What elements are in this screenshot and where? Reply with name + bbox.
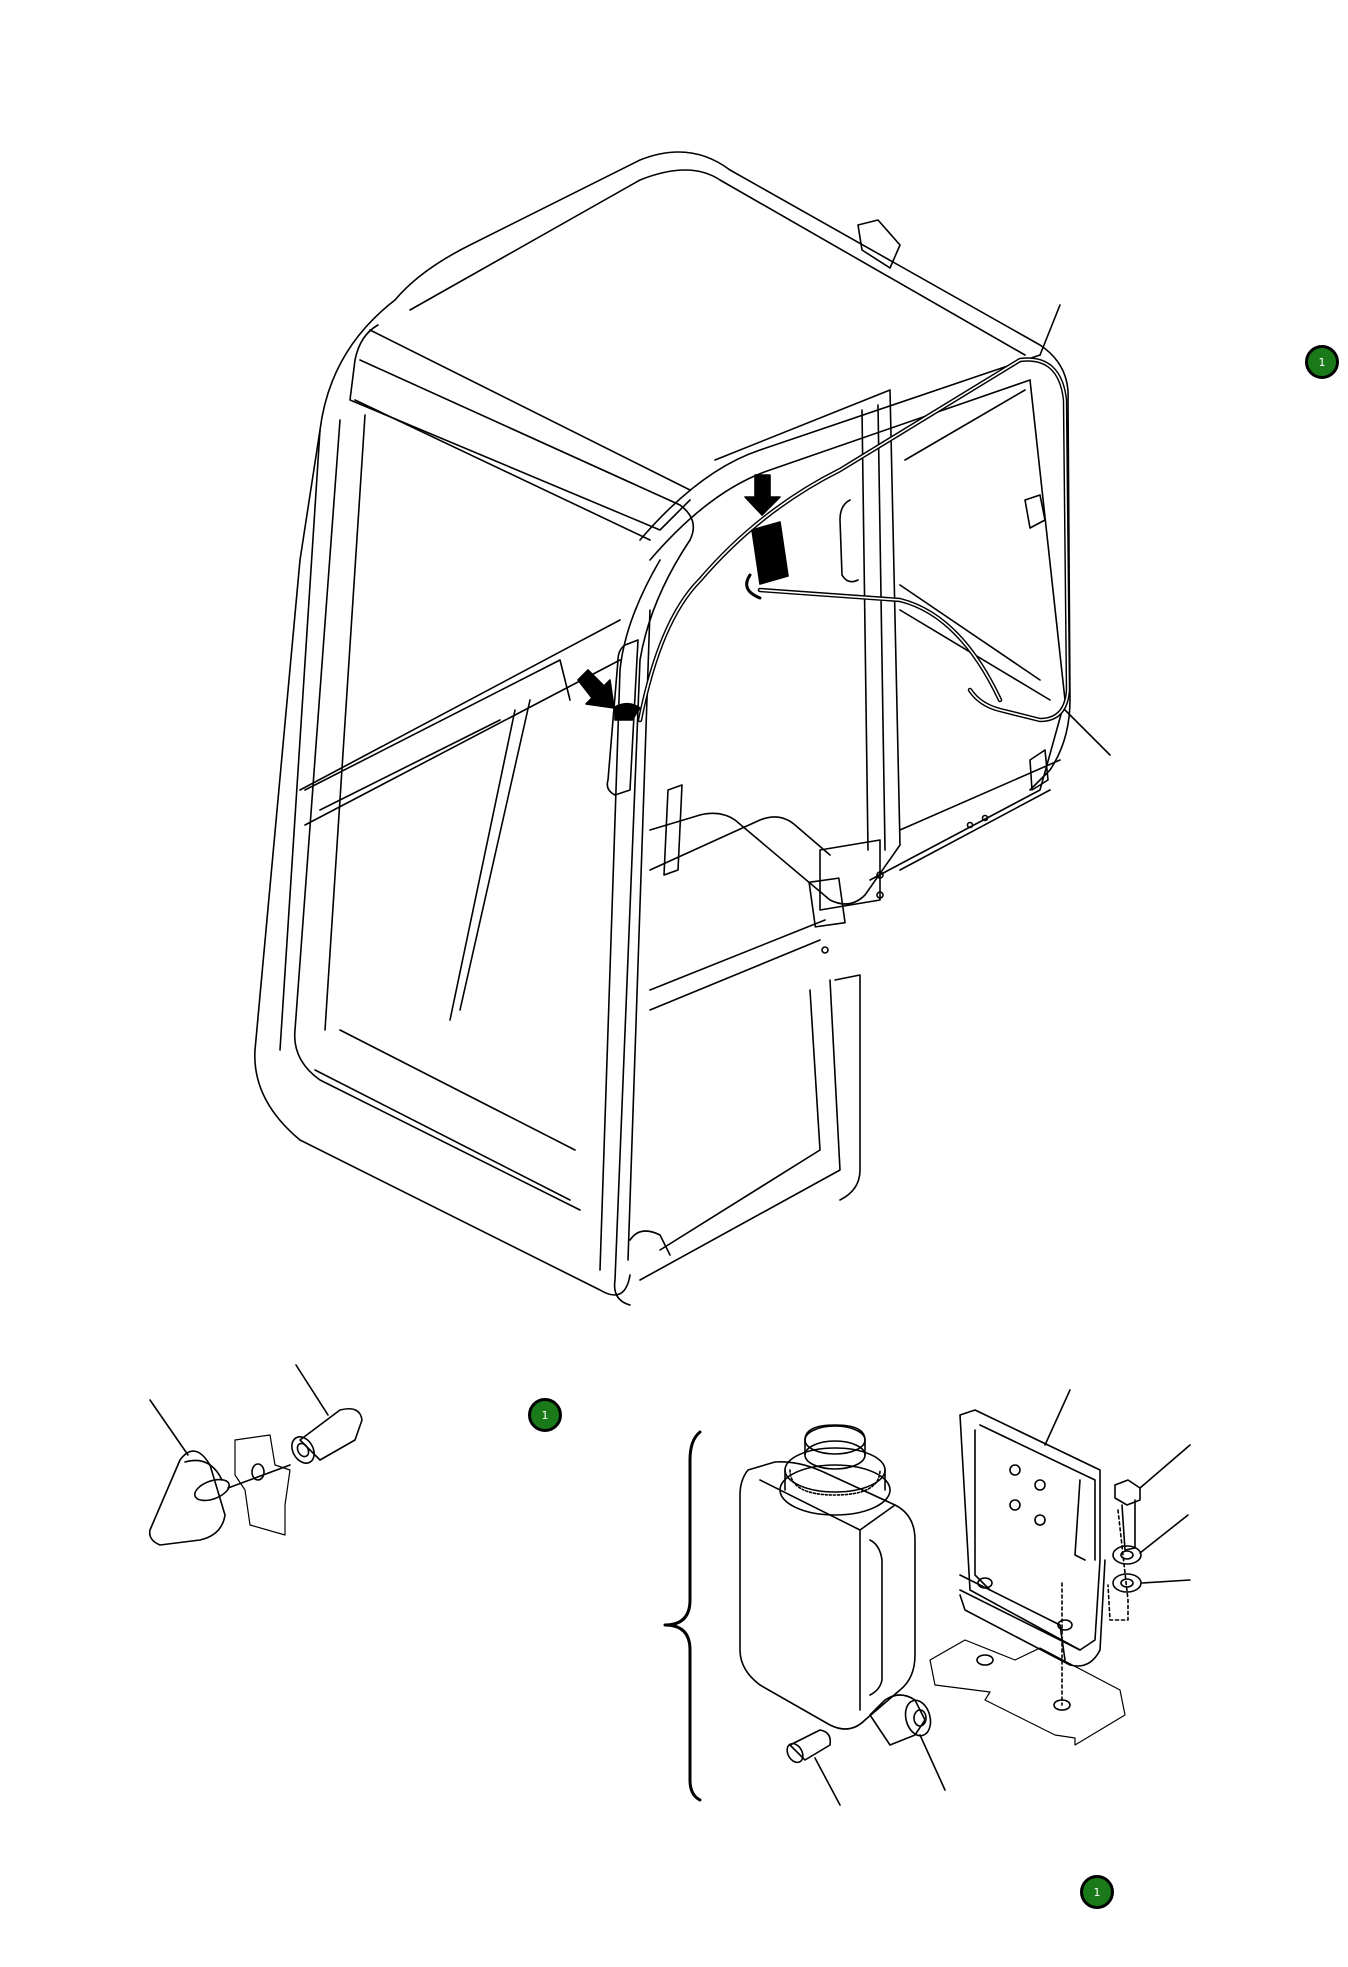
flat-washer — [1112, 1514, 1189, 1565]
callout-badge: 1 — [1080, 1875, 1114, 1909]
nozzle-kit — [148, 1364, 363, 1546]
arrow-icon — [577, 669, 615, 709]
bolt — [1114, 1444, 1191, 1551]
mount-surface — [929, 1639, 1126, 1746]
arrow-icon — [744, 474, 781, 516]
callout-badge: 1 — [528, 1398, 562, 1432]
kit-brace — [663, 1430, 702, 1802]
mount-hole — [976, 1654, 994, 1666]
cab-frame — [254, 151, 1071, 1306]
lock-washer — [1112, 1573, 1191, 1593]
washer-tank — [739, 1424, 946, 1806]
hidden-line — [1107, 1509, 1129, 1621]
nozzle-icon — [614, 702, 641, 721]
cab-reservoir — [745, 521, 789, 600]
leader-line — [1039, 304, 1061, 356]
leader-line — [1064, 709, 1111, 756]
callout-badge: 1 — [1305, 345, 1339, 379]
washer-hose — [637, 357, 1071, 723]
mount-bracket — [959, 1389, 1106, 1667]
